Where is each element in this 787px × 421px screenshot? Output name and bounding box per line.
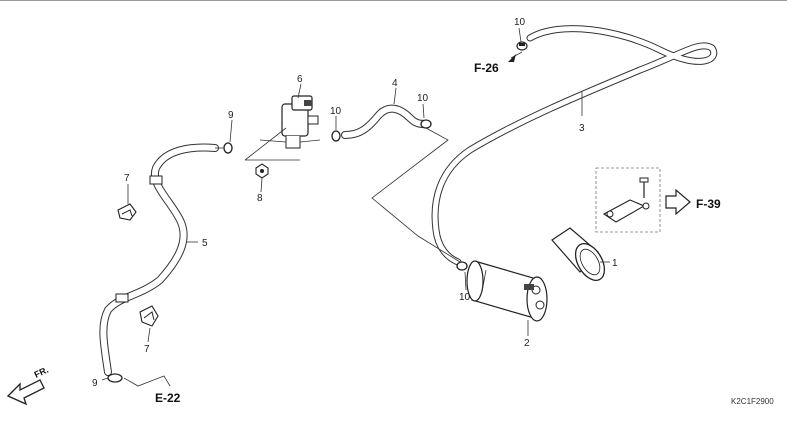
- callout-9-bottom: 9: [92, 378, 98, 389]
- arrow-f39[interactable]: [665, 188, 691, 216]
- callout-5: 5: [202, 238, 208, 249]
- bolt-8: [255, 163, 269, 179]
- leader-lines: [101, 27, 610, 381]
- hose-4: [341, 104, 430, 139]
- hose-3: [431, 25, 718, 266]
- callout-1: 1: [612, 258, 618, 269]
- callout-10-b: 10: [417, 93, 429, 104]
- solenoid-valve-6: [259, 95, 321, 149]
- ref-e22[interactable]: E-22: [155, 391, 181, 405]
- top-border: [0, 0, 787, 1]
- clamp-10-b: [420, 119, 432, 129]
- canister-cover-1: [551, 227, 606, 281]
- callout-7-bottom: 7: [144, 344, 150, 355]
- callout-8: 8: [257, 193, 263, 204]
- callout-9-top: 9: [228, 110, 234, 121]
- callout-10-a: 10: [330, 106, 342, 117]
- clamp-10-top: [516, 41, 528, 51]
- clamp-9-bottom: [107, 373, 123, 383]
- clamp-10-a: [331, 130, 341, 142]
- arrow-f26[interactable]: [508, 54, 516, 62]
- callout-6: 6: [297, 74, 303, 85]
- clip-7-bottom: [139, 305, 159, 327]
- callout-2: 2: [524, 338, 530, 349]
- stay-bracket-box: [595, 167, 661, 233]
- clamp-10-c: [456, 261, 468, 271]
- callout-10-c: 10: [459, 292, 471, 303]
- front-direction-label: FR.: [33, 365, 50, 380]
- clip-7-top: [117, 203, 137, 221]
- guide-lines: [123, 127, 461, 387]
- hose-5: [99, 143, 219, 376]
- callout-10-top: 10: [514, 17, 526, 28]
- callout-4: 4: [392, 78, 398, 89]
- clamp-9-top: [215, 142, 233, 154]
- callout-3: 3: [579, 123, 585, 134]
- front-direction-arrow-icon: [6, 379, 45, 406]
- ref-f39[interactable]: F-39: [696, 197, 721, 211]
- evap-canister-2: [466, 260, 548, 322]
- ref-f26[interactable]: F-26: [474, 61, 499, 75]
- diagram-code: K2C1F2900: [731, 397, 774, 406]
- callout-7-top: 7: [124, 173, 130, 184]
